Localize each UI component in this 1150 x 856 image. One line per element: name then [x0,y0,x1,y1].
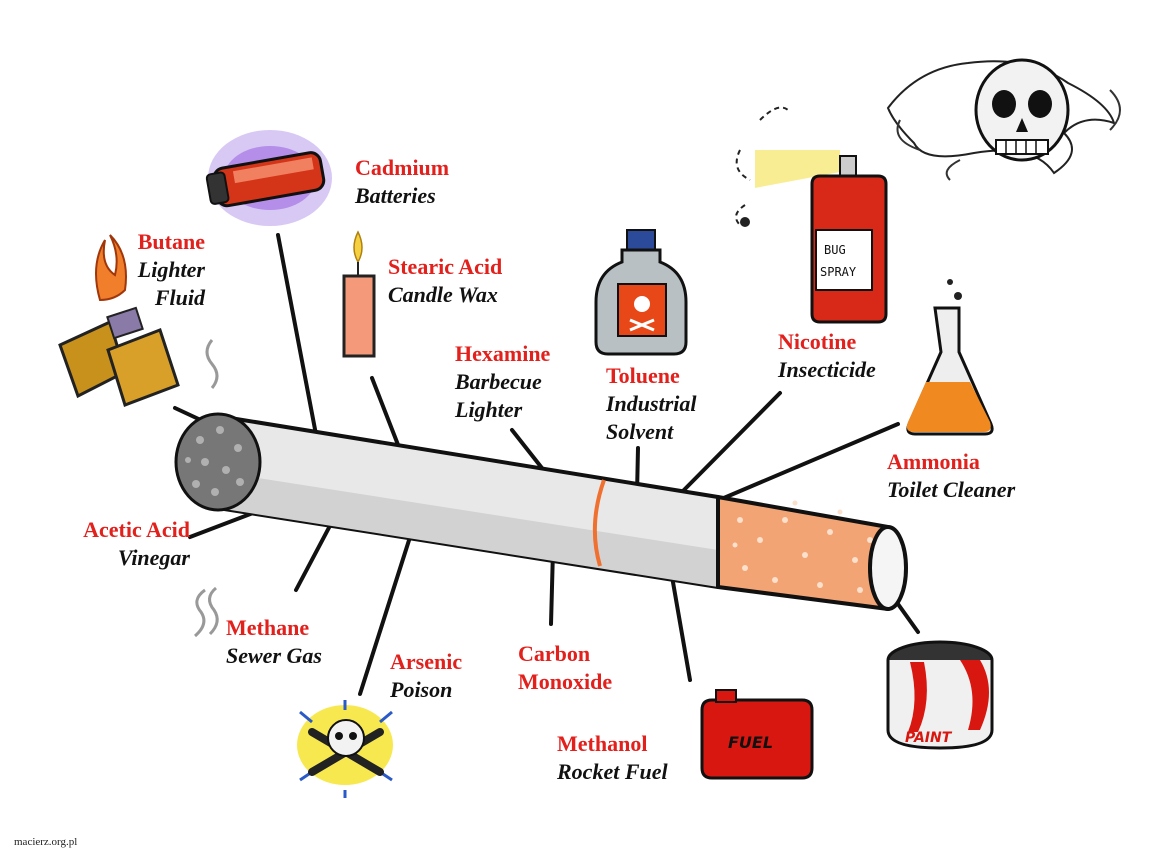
use-ammonia: Toilet Cleaner [887,477,1016,502]
use-hexamine-line1: Barbecue [455,369,542,394]
chemical-methane: Methane [226,615,310,640]
use-hexamine-line2: Lighter [455,397,523,422]
use-stearic-acid: Candle Wax [388,282,498,307]
fuel-can-icon: FUEL [700,689,814,780]
chemical-hexamine: Hexamine [455,341,551,366]
label-carbon-monoxide: Carbon Monoxide [518,640,612,696]
use-nicotine: Insecticide [778,357,876,382]
chemical-toluene: Toluene [606,363,680,388]
leader-nicotine [678,391,782,496]
use-arsenic: Poison [390,677,453,702]
chemical-ammonia: Ammonia [887,449,980,474]
chemical-nicotine: Nicotine [778,329,857,354]
label-hexamine: Hexamine Barbecue Lighter [455,340,550,424]
poison-bottle-icon [594,229,688,356]
chemical-cadmium: Cadmium [355,155,450,180]
chemical-carbon-line1: Carbon [518,641,591,666]
label-toluene: Toluene Industrial Solvent [606,362,697,446]
label-methane: Methane Sewer Gas [226,614,322,670]
skull-icon [886,58,1121,181]
bug-spray-icon: BUG SPRAY [735,106,888,324]
label-butane: Butane Lighter Fluid [90,228,205,312]
chemical-arsenic: Arsenic [390,649,463,674]
leader-stearic [370,376,404,457]
bug-spray-label-1: BUG [824,243,846,257]
fuel-can-label: FUEL [728,733,773,752]
use-methanol: Rocket Fuel [557,759,668,784]
bug-spray-label-2: SPRAY [820,265,857,279]
leader-methanol [668,563,692,682]
leader-cadmium [276,233,320,447]
label-arsenic: Arsenic Poison [390,648,462,704]
use-acetic-acid: Vinegar [117,545,190,570]
skull-crossbones-icon [297,700,393,798]
chemical-acetic-acid: Acetic Acid [83,517,190,542]
cigarette-band [592,479,606,567]
candle-icon [342,230,376,358]
smoke-lines [193,339,219,638]
use-toluene-line2: Solvent [606,419,674,444]
paint-can-icon: PAINT [886,640,994,750]
label-nicotine: Nicotine Insecticide [778,328,876,384]
label-methanol: Methanol Rocket Fuel [557,730,668,786]
flask-icon [906,279,994,436]
paint-can-label: PAINT [905,730,953,746]
chemical-methanol: Methanol [557,731,648,756]
use-butane-line2: Fluid [154,285,205,310]
use-toluene-line1: Industrial [606,391,697,416]
label-ammonia: Ammonia Toilet Cleaner [887,448,1015,504]
battery-icon [205,130,332,226]
label-stearic-acid: Stearic Acid Candle Wax [388,253,502,309]
filter-end [868,525,908,611]
label-acetic-acid: Acetic Acid Vinegar [40,516,190,572]
chemical-carbon-line2: Monoxide [518,669,613,694]
label-cadmium: Cadmium Batteries [355,154,449,210]
lighter-icon [58,234,180,407]
use-butane-line1: Lighter [137,257,205,282]
cigarette [174,412,908,611]
source-credit: macierz.org.pl [14,836,78,848]
use-methane: Sewer Gas [226,643,322,668]
chemical-stearic-acid: Stearic Acid [388,254,503,279]
leader-lines [173,233,920,696]
use-cadmium: Batteries [355,183,436,208]
leader-ammonia [710,422,900,505]
chemical-butane: Butane [137,229,205,254]
leader-arsenic [358,510,420,696]
